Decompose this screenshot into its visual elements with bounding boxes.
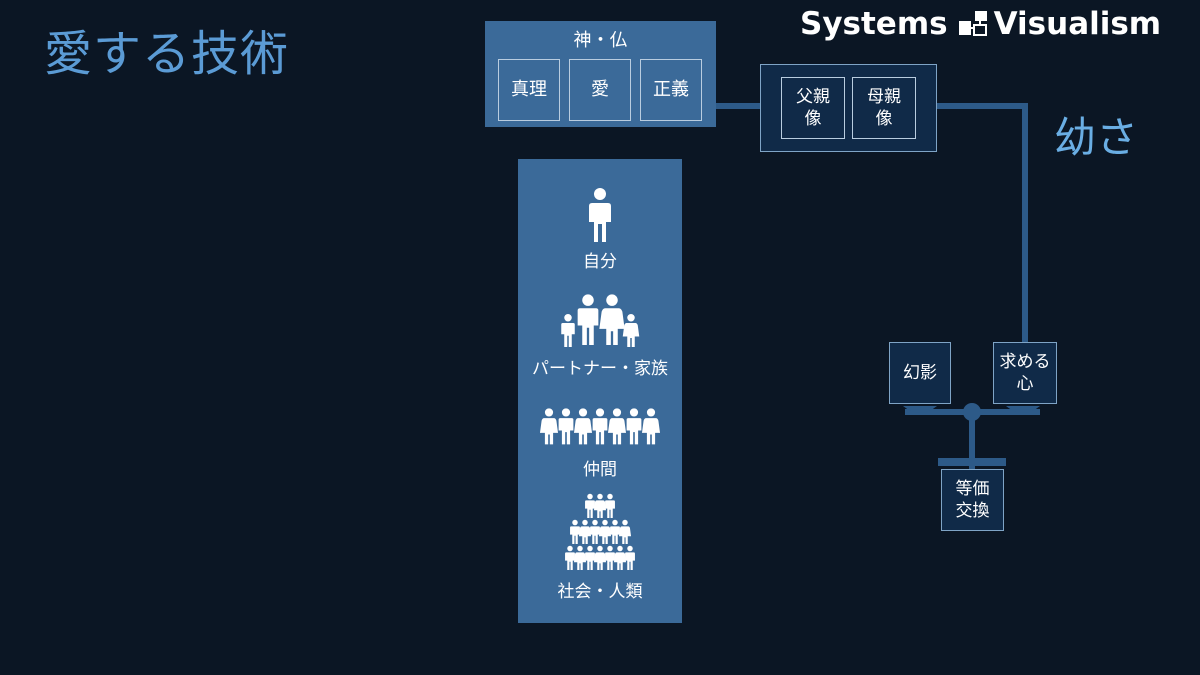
partner-family-label: パートナー・家族 [532, 359, 668, 379]
truth-box: 真理 [498, 59, 560, 121]
family-icon [561, 294, 640, 347]
god-buddha-box: 神・仏 [485, 21, 716, 127]
love-circles-column [518, 159, 682, 623]
desiring-heart-box: 求める 心 [993, 342, 1057, 404]
brand-name-right: Visualism [993, 6, 1162, 42]
father-image-box: 父親 像 [781, 77, 845, 139]
connector-parents-desire [937, 103, 1028, 345]
equivalent-exchange-box: 等価 交換 [941, 469, 1004, 531]
peers-group-icon [539, 408, 661, 445]
brand-name-left: Systems [800, 6, 948, 42]
god-buddha-label: 神・仏 [573, 30, 628, 51]
peers-label: 仲間 [583, 460, 617, 480]
scale-pan-right [1006, 406, 1040, 413]
scale-pivot [963, 403, 981, 421]
society-humanity-label: 社会・人類 [557, 582, 643, 602]
scale-pan-left [903, 406, 937, 413]
society-crowd-icon [565, 493, 635, 570]
parent-image-box [760, 64, 937, 152]
self-label: 自分 [583, 252, 617, 272]
person-icon [589, 188, 611, 242]
justice-box: 正義 [640, 59, 702, 121]
love-box: 愛 [569, 59, 631, 121]
illusion-box: 幻影 [889, 342, 951, 404]
page-title: 愛する技術 [44, 26, 290, 82]
systems-visualism-logo-icon [958, 11, 987, 36]
youth-label: 幼さ [1054, 113, 1139, 162]
mother-image-box: 母親 像 [852, 77, 916, 139]
brand-logo: Systems Visualism [800, 6, 1161, 42]
scale-base-plate [938, 458, 1006, 466]
